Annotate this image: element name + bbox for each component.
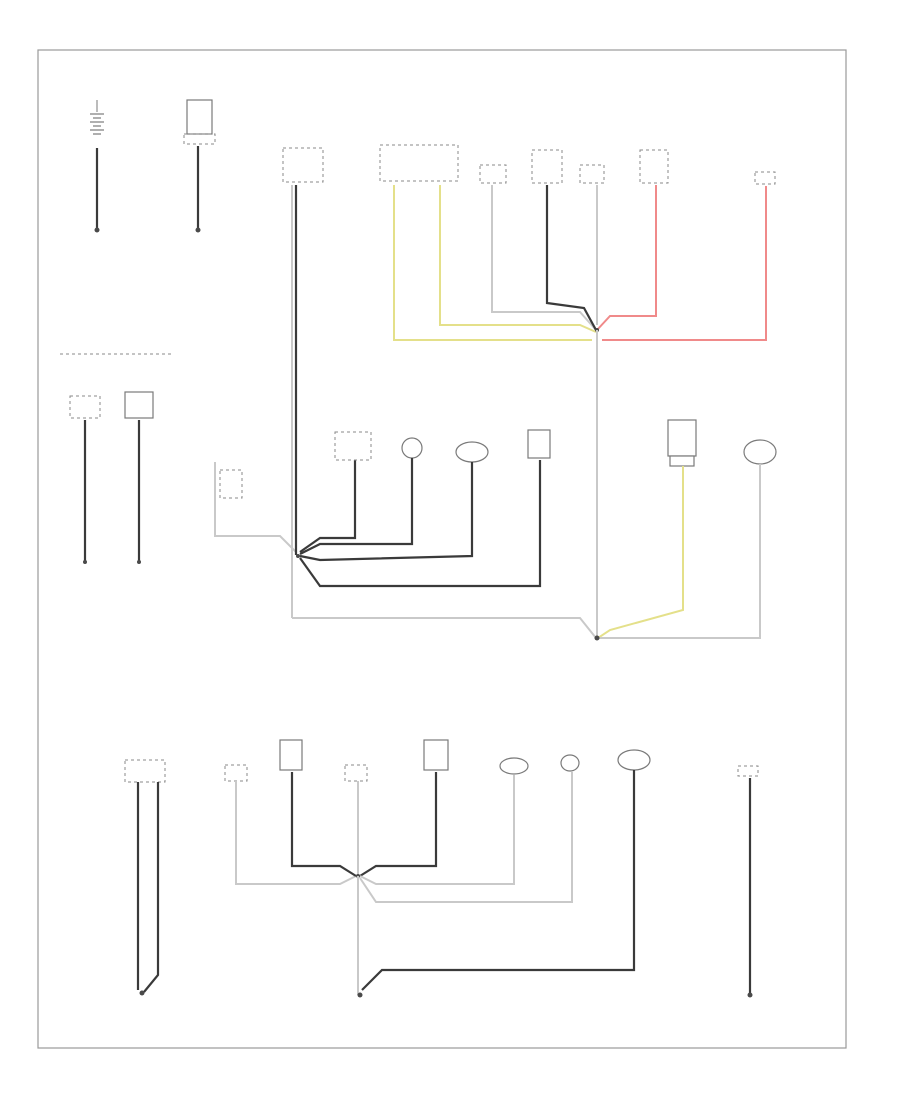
battery-ground-point bbox=[94, 227, 100, 233]
battery-ground-circuit bbox=[90, 100, 104, 233]
splice-middle bbox=[296, 554, 300, 558]
trans-range-switch-box bbox=[527, 429, 551, 459]
license-lamp-ground-wire bbox=[361, 770, 636, 991]
fuel-pump-relay-circuit bbox=[183, 99, 216, 233]
brake-switch-connector bbox=[579, 164, 605, 184]
dlc-ground-wire bbox=[491, 185, 597, 331]
fuel-pump-relay-box bbox=[186, 99, 213, 135]
trans-sensor-connector bbox=[639, 149, 669, 184]
motor-actuator-connector bbox=[124, 759, 166, 783]
trans-switch-ground-wire bbox=[597, 466, 684, 639]
cluster-ground-wire-2 bbox=[439, 185, 597, 333]
horn-connector bbox=[224, 764, 248, 782]
center-relay-ground-wire bbox=[214, 462, 297, 553]
left-relay-box bbox=[124, 391, 154, 419]
left-switch-ground-point bbox=[83, 560, 87, 564]
right-bottom-ground-point bbox=[747, 992, 753, 998]
trans-solenoid-connector bbox=[754, 171, 776, 185]
fuel-pump-relay-connector bbox=[183, 133, 216, 145]
left-lamp-ground-wire bbox=[299, 458, 414, 555]
instrument-cluster-connector bbox=[379, 144, 459, 182]
relay-box-bottom bbox=[279, 739, 303, 771]
motor-actuator-ground-wire-2 bbox=[143, 782, 160, 993]
maf-sensor-ground-wire bbox=[299, 460, 357, 553]
left-switch-connector bbox=[69, 395, 101, 419]
turn-signal-lamp-symbol bbox=[455, 441, 489, 463]
fog-lamp-ground-wire bbox=[359, 772, 573, 903]
marker-lamp-ground-wire bbox=[359, 772, 438, 877]
motor-actuator-ground-point bbox=[139, 990, 145, 996]
middle-ground-point bbox=[594, 635, 600, 641]
trans-range-switch-ground-wire bbox=[299, 460, 542, 588]
wiper-motor-connector bbox=[344, 764, 368, 782]
center-relay-connector bbox=[219, 469, 243, 499]
trans-switch-box bbox=[667, 419, 697, 457]
fuel-pump-relay-ground-point bbox=[195, 227, 201, 233]
turn-signal-lamp-ground-wire bbox=[299, 462, 474, 562]
parking-lamp-ground-wire bbox=[359, 775, 515, 885]
left-relay-ground-point bbox=[137, 560, 141, 564]
trans-control-module-connector bbox=[531, 149, 563, 184]
right-headlamp-ground-wire bbox=[598, 464, 761, 639]
trans-switch-connector bbox=[669, 455, 695, 467]
data-link-connector bbox=[479, 164, 507, 184]
battery-symbol bbox=[90, 100, 104, 135]
bottom-ground-point bbox=[357, 992, 363, 998]
middle-splice-to-ground bbox=[292, 617, 597, 639]
right-headlamp-symbol bbox=[743, 439, 777, 465]
maf-sensor-connector bbox=[334, 431, 372, 461]
left-lamp-symbol bbox=[401, 437, 423, 459]
fog-lamp-symbol bbox=[560, 754, 580, 772]
tcm-ground-wire bbox=[545, 185, 597, 331]
trans-sensor-ground-wire bbox=[596, 185, 657, 331]
diagram-frame bbox=[37, 49, 847, 1049]
trans-solenoid-ground-wire bbox=[602, 186, 767, 341]
marker-lamp-box bbox=[423, 739, 449, 771]
horn-ground-wire bbox=[235, 781, 357, 885]
relay-ground-wire bbox=[290, 772, 357, 877]
cluster-ground-wire-1 bbox=[393, 185, 592, 341]
parking-lamp-symbol bbox=[499, 757, 529, 775]
license-lamp-symbol bbox=[617, 749, 651, 771]
right-bottom-connector bbox=[737, 765, 759, 777]
control-module-connector-upper bbox=[282, 147, 324, 183]
